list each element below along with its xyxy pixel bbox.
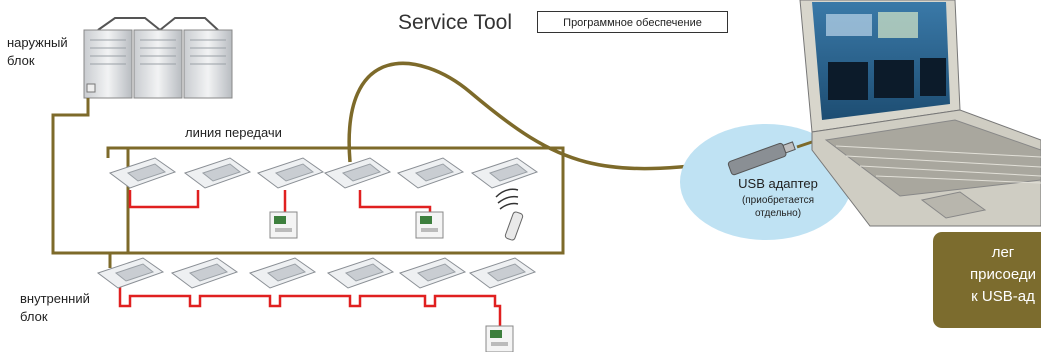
laptop-icon bbox=[799, 0, 1041, 227]
transmission-line bbox=[51, 61, 741, 268]
usb-adapter-bubble bbox=[680, 124, 852, 240]
usb-adapter-title: USB адаптер bbox=[738, 176, 818, 191]
indoor-unit-label: внутренний блок bbox=[20, 290, 90, 326]
remote-wires bbox=[118, 190, 502, 330]
page-title: Service Tool bbox=[398, 11, 513, 34]
callout-line-3: к USB-ад bbox=[971, 288, 1035, 305]
transmission-line-label: линия передачи bbox=[185, 125, 282, 140]
usb-adapter-icon bbox=[727, 141, 796, 176]
indoor-unit-label-line-2: блок bbox=[20, 309, 48, 324]
indoor-units-row-1 bbox=[108, 157, 539, 189]
outdoor-unit bbox=[83, 17, 233, 99]
wired-remote-controller bbox=[269, 211, 514, 352]
callout-box: лег присоеди к USB-ад bbox=[933, 232, 1041, 328]
usb-adapter-note: (приобретается отдельно) bbox=[722, 194, 834, 220]
indoor-units-row-2 bbox=[96, 257, 537, 289]
outdoor-unit-label: наружный блок bbox=[7, 34, 68, 70]
usb-adapter-note-line-1: (приобретается bbox=[741, 195, 815, 206]
outdoor-unit-label-line-2: блок bbox=[7, 53, 35, 68]
software-label: Программное обеспечение bbox=[537, 11, 728, 33]
outdoor-unit-label-line-1: наружный bbox=[7, 35, 68, 50]
usb-adapter-note-line-2: отдельно) bbox=[754, 208, 802, 219]
callout-line-1: лег bbox=[991, 244, 1015, 261]
wireless-remote-controller bbox=[495, 188, 524, 241]
indoor-unit-label-line-1: внутренний bbox=[20, 291, 90, 306]
callout-line-2: присоеди bbox=[970, 266, 1036, 283]
